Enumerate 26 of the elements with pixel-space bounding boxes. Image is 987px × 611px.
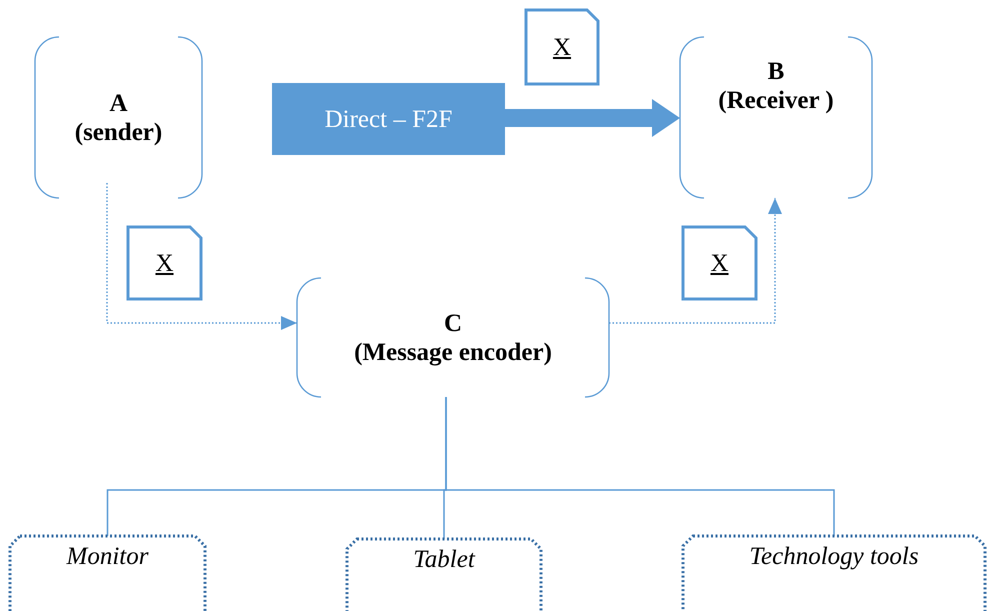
arrow [106, 183, 297, 330]
block-arrow [505, 99, 680, 137]
document-icon-box [128, 227, 201, 299]
node-label: B [768, 57, 784, 86]
connector-line [445, 397, 835, 536]
letter-label: X [710, 248, 729, 278]
node-label: (Receiver ) [718, 86, 834, 115]
node-label: C [444, 308, 462, 338]
node-label: (Message encoder) [354, 338, 552, 366]
rounded-box [35, 37, 202, 198]
item-label: Monitor [66, 542, 148, 570]
arrow-label: Direct – F2F [324, 104, 452, 134]
letter-label: X [155, 248, 174, 278]
dotted-box [683, 536, 985, 611]
dotted-box [347, 539, 541, 611]
node-label: A [109, 88, 128, 118]
dotted-box [10, 536, 205, 611]
document-icon-box [683, 227, 756, 299]
rounded-box [680, 37, 872, 198]
node-label: (sender) [74, 118, 162, 146]
arrow [609, 198, 782, 324]
rounded-box [297, 278, 609, 397]
item-label: Tablet [413, 544, 475, 574]
letter-label: X [552, 32, 572, 62]
document-icon-box [526, 10, 598, 84]
item-label: Technology tools [749, 542, 919, 570]
